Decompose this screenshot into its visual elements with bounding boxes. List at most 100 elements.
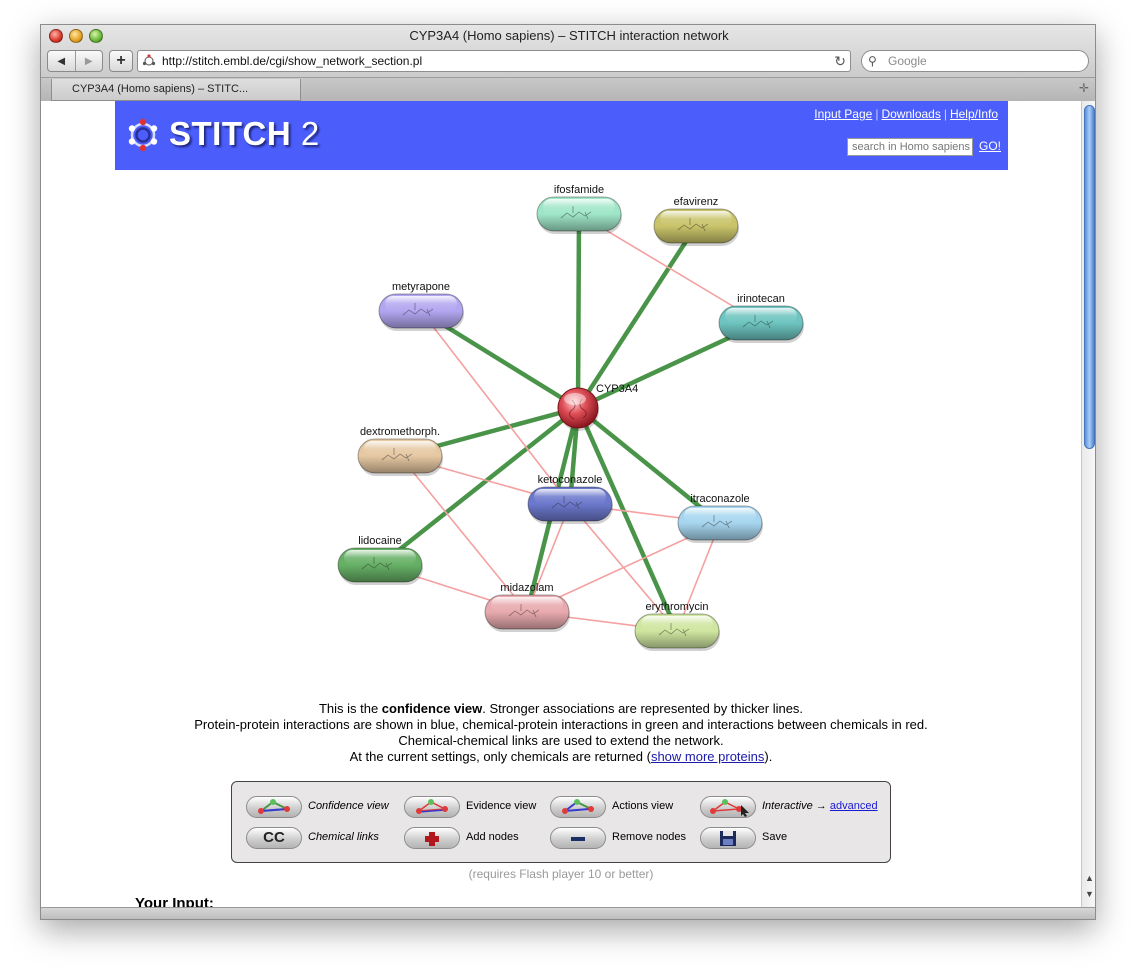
view-description: This is the confidence view. Stronger as… (41, 701, 1081, 765)
tab-label: CYP3A4 (Homo sapiens) – STITC... (72, 83, 249, 95)
node-label: dextromethorph. (360, 426, 440, 438)
tab-cyp3a4[interactable]: CYP3A4 (Homo sapiens) – STITC... (51, 79, 301, 101)
node-cyp3a4[interactable]: CYP3A4 (557, 383, 638, 431)
desc-line-4: At the current settings, only chemicals … (349, 749, 773, 764)
stitch-logo-icon (128, 118, 158, 152)
new-tab-icon[interactable]: ✛ (1078, 81, 1089, 95)
forward-button[interactable]: ▶ (74, 51, 103, 71)
edge-cyp3a4-lidocaine (378, 406, 580, 567)
node-ketoconazole[interactable]: ketoconazole (527, 474, 613, 524)
search-icon: ⚲ (868, 54, 877, 68)
plus-icon (425, 832, 439, 846)
edge-dextromethorphan-midazolam (399, 455, 528, 613)
page-content: STITCH 2 Input Page|Downloads|Help/Info … (41, 101, 1081, 907)
interactive-label: Interactive → advanced (762, 800, 878, 812)
title-bar: CYP3A4 (Homo sapiens) – STITCH interacti… (41, 25, 1095, 101)
edge-ketoconazole-midazolam (526, 503, 571, 613)
input-page-link[interactable]: Input Page (814, 107, 873, 121)
organism-search-input[interactable]: search in Homo sapiens (847, 138, 973, 156)
add-bookmark-button[interactable]: + (109, 50, 133, 72)
interactive-view-icon (710, 799, 749, 817)
node-label: lidocaine (358, 535, 401, 547)
node-dextromethorphan[interactable]: dextromethorph. (357, 426, 443, 476)
stitch-favicon-icon (142, 54, 156, 66)
edge-cyp3a4-itraconazole (576, 406, 722, 525)
confidence-view-label: Confidence view (308, 800, 389, 812)
node-lidocaine[interactable]: lidocaine (337, 535, 423, 585)
save-button[interactable] (700, 827, 756, 849)
node-midazolam[interactable]: midazolam (484, 582, 570, 632)
add-nodes-button[interactable] (404, 827, 460, 849)
interaction-network[interactable]: ifosfamide efavirenz metyrapone irinotecan d… (41, 101, 1081, 907)
desc-line-3: Chemical-chemical links are used to exte… (398, 733, 724, 748)
search-placeholder: Google (888, 54, 927, 68)
advanced-link[interactable]: advanced (829, 800, 878, 812)
actions-view-icon (562, 799, 594, 814)
actions-view-label: Actions view (612, 800, 674, 812)
confidence-view-button[interactable] (246, 796, 302, 818)
node-label: ketoconazole (538, 474, 603, 486)
status-bar (41, 907, 1095, 919)
header-links: Input Page|Downloads|Help/Info (814, 107, 998, 121)
edge-cyp3a4-ifosfamide (575, 213, 582, 409)
desc-line-2: Protein-protein interactions are shown i… (194, 717, 928, 732)
reload-icon[interactable]: ↻ (834, 53, 846, 69)
stitch-header: STITCH 2 Input Page|Downloads|Help/Info … (115, 101, 1008, 170)
node-label: efavirenz (674, 196, 719, 208)
cc-text: CC (263, 829, 285, 846)
window-title: CYP3A4 (Homo sapiens) – STITCH interacti… (409, 28, 729, 43)
add-nodes-label: Add nodes (466, 831, 519, 843)
node-label: irinotecan (737, 293, 785, 305)
scroll-up-icon[interactable]: ▲ (1085, 873, 1094, 883)
vertical-scrollbar[interactable]: ▲ ▼ (1081, 101, 1095, 907)
edge-cyp3a4-efavirenz (576, 224, 698, 410)
view-controls-panel: Confidence view Evidence view Actions vi… (231, 781, 891, 863)
google-search-input[interactable]: ⚲ Google (861, 50, 1089, 72)
back-arrow-icon: ◀ (57, 55, 66, 67)
node-efavirenz[interactable]: efavirenz (653, 196, 739, 246)
tab-strip: CYP3A4 (Homo sapiens) – STITC... ✛ (41, 77, 1095, 101)
forward-arrow-icon: ▶ (84, 55, 93, 67)
edge-cyp3a4-erythromycin (575, 407, 680, 632)
interactive-view-button[interactable] (700, 796, 756, 818)
node-metyrapone[interactable]: metyrapone (378, 281, 464, 331)
node-ifosfamide[interactable]: ifosfamide (536, 184, 622, 234)
confidence-view-icon (257, 799, 291, 814)
node-irinotecan[interactable]: irinotecan (718, 293, 804, 343)
url-text: http://stitch.embl.de/cgi/show_network_s… (162, 54, 423, 68)
close-window-button[interactable] (49, 29, 63, 43)
show-more-proteins-link[interactable]: show more proteins (650, 749, 765, 764)
remove-nodes-button[interactable] (550, 827, 606, 849)
floppy-disk-icon (720, 831, 736, 846)
flash-requirement-note: (requires Flash player 10 or better) (468, 867, 654, 881)
scrollbar-thumb[interactable] (1084, 105, 1095, 449)
node-label: CYP3A4 (596, 383, 638, 395)
node-label: metyrapone (392, 281, 450, 293)
scroll-down-icon[interactable]: ▼ (1085, 889, 1094, 899)
node-itraconazole[interactable]: itraconazole (677, 493, 763, 543)
node-erythromycin[interactable]: erythromycin (634, 601, 720, 651)
minimize-window-button[interactable] (69, 29, 83, 43)
evidence-view-button[interactable] (404, 796, 460, 818)
actions-view-button[interactable] (550, 796, 606, 818)
save-label: Save (762, 831, 788, 843)
desc-line-1: This is the confidence view. Stronger as… (318, 701, 804, 716)
nav-buttons: ◀ ▶ (47, 50, 103, 72)
chemical-links-label: Chemical links (308, 831, 379, 843)
back-button[interactable]: ◀ (48, 51, 75, 71)
edge-ifosfamide-irinotecan (578, 213, 762, 324)
edge-metyrapone-ketoconazole (420, 310, 571, 505)
help-info-link[interactable]: Help/Info (949, 107, 998, 121)
go-button[interactable]: GO! (979, 139, 1002, 153)
node-label: ifosfamide (554, 184, 604, 196)
downloads-link[interactable]: Downloads (881, 107, 941, 121)
address-bar[interactable]: http://stitch.embl.de/cgi/show_network_s… (137, 50, 851, 72)
your-input-heading: Your Input: (135, 895, 214, 907)
node-label: midazolam (500, 582, 553, 594)
stitch-logo-text: STITCH 2 (169, 115, 320, 152)
chemical-links-button[interactable]: CC (246, 827, 302, 849)
node-label: itraconazole (690, 493, 749, 505)
evidence-view-label: Evidence view (466, 800, 537, 812)
zoom-window-button[interactable] (89, 29, 103, 43)
evidence-view-icon (416, 799, 448, 814)
